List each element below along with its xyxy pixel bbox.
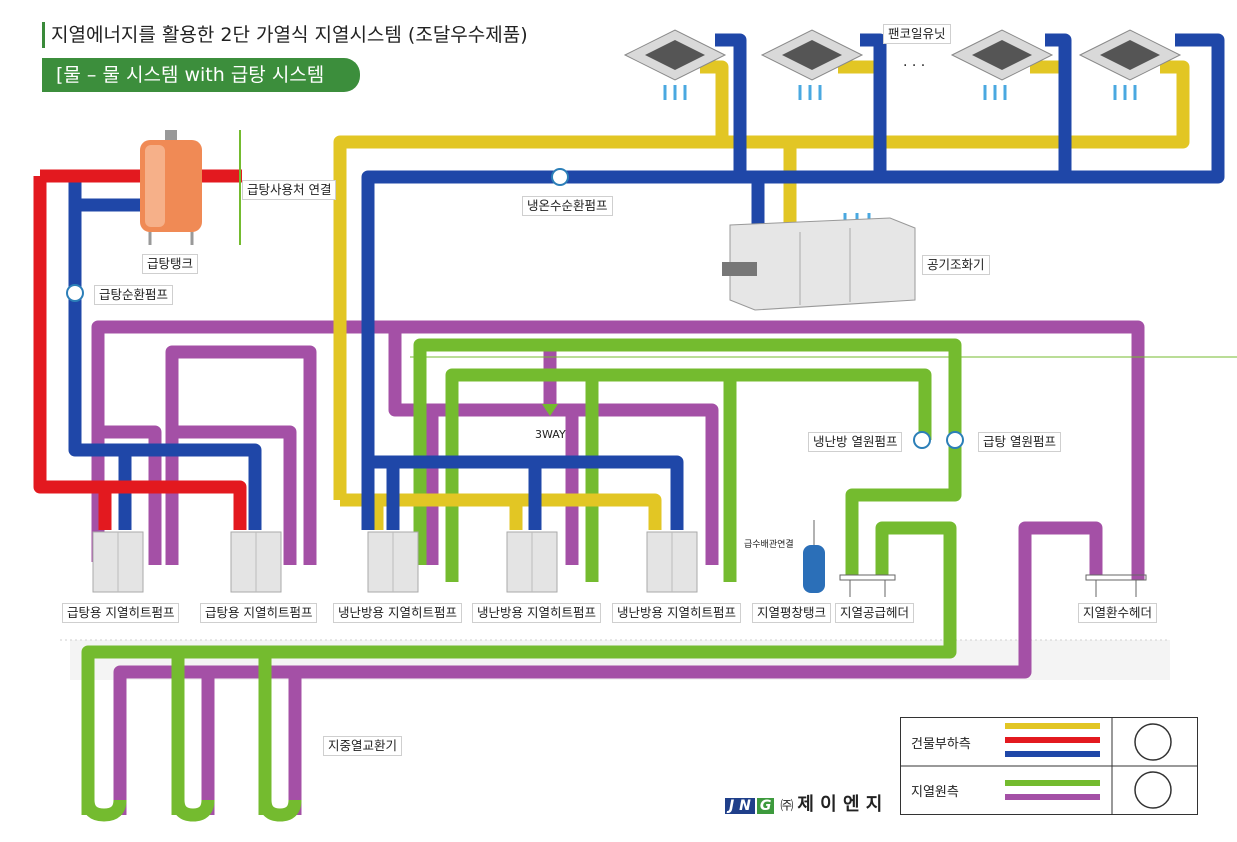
ground-loops (81, 799, 302, 822)
air-handling-unit-body (722, 217, 916, 311)
legend: 건물부하측 지열원측 (900, 717, 1198, 815)
hot-water-source-pump-label: 급탕 열원펌프 (978, 432, 1061, 452)
chilled-pump-label: 냉온수순환펌프 (522, 196, 613, 216)
headers (839, 574, 1147, 597)
heat-pump-2-label: 급탕용 지열히트펌프 (200, 603, 318, 623)
hot-water-tank-label: 급탕탱크 (142, 254, 199, 274)
three-way-label: 3WAY (535, 428, 566, 441)
ground-heat-exchanger-label: 지중열교환기 (323, 736, 403, 756)
supply-header-label: 지열공급헤더 (835, 603, 915, 623)
water-supply-label: 급수배관연결 (744, 540, 794, 550)
hot-water-tank-body (140, 130, 202, 245)
logo-mark-jn: J N (725, 798, 755, 814)
legend-ground-side: 지열원측 (911, 785, 959, 800)
expansion-tank-body (803, 520, 825, 593)
heat-pump-1-label: 급탕용 지열히트펌프 (62, 603, 180, 623)
green-pipes (81, 338, 962, 815)
fan-coil-dots: · · · (903, 58, 926, 74)
pump-icons (66, 168, 964, 449)
logo-mark-g: G (756, 798, 775, 814)
fan-coil-label: 팬코일유닛 (883, 24, 951, 44)
fan-coil-units (623, 29, 1182, 81)
heat-pump-4-label: 냉난방용 지열히트펌프 (472, 603, 601, 623)
page-title: 지열에너지를 활용한 2단 가열식 지열시스템 (조달우수제품) (42, 22, 528, 48)
blue-pipes (68, 33, 1225, 530)
hot-water-user-label: 급탕사용처 연결 (242, 180, 337, 200)
heat-pump-3-label: 냉난방용 지열히트펌프 (333, 603, 462, 623)
legend-graphics (900, 717, 1198, 815)
return-header-label: 지열환수헤더 (1078, 603, 1158, 623)
heat-pump-5-label: 냉난방용 지열히트펌프 (612, 603, 741, 623)
heat-pump-units (92, 531, 698, 593)
page-subtitle: [물 – 물 시스템 with 급탕 시스템 (42, 58, 360, 92)
ahu-label: 공기조화기 (922, 255, 990, 275)
expansion-tank-label: 지열평창탱크 (752, 603, 832, 623)
hot-water-pump-label: 급탕순환펌프 (94, 285, 174, 305)
cool-heat-source-pump-label: 냉난방 열원펌프 (808, 432, 903, 452)
logo-corp: ㈜ (780, 799, 794, 814)
red-pipes (33, 169, 247, 530)
logo-name: 제 이 엔 지 (797, 794, 883, 815)
three-way-valve (542, 404, 558, 416)
legend-building-side: 건물부하측 (911, 737, 971, 752)
